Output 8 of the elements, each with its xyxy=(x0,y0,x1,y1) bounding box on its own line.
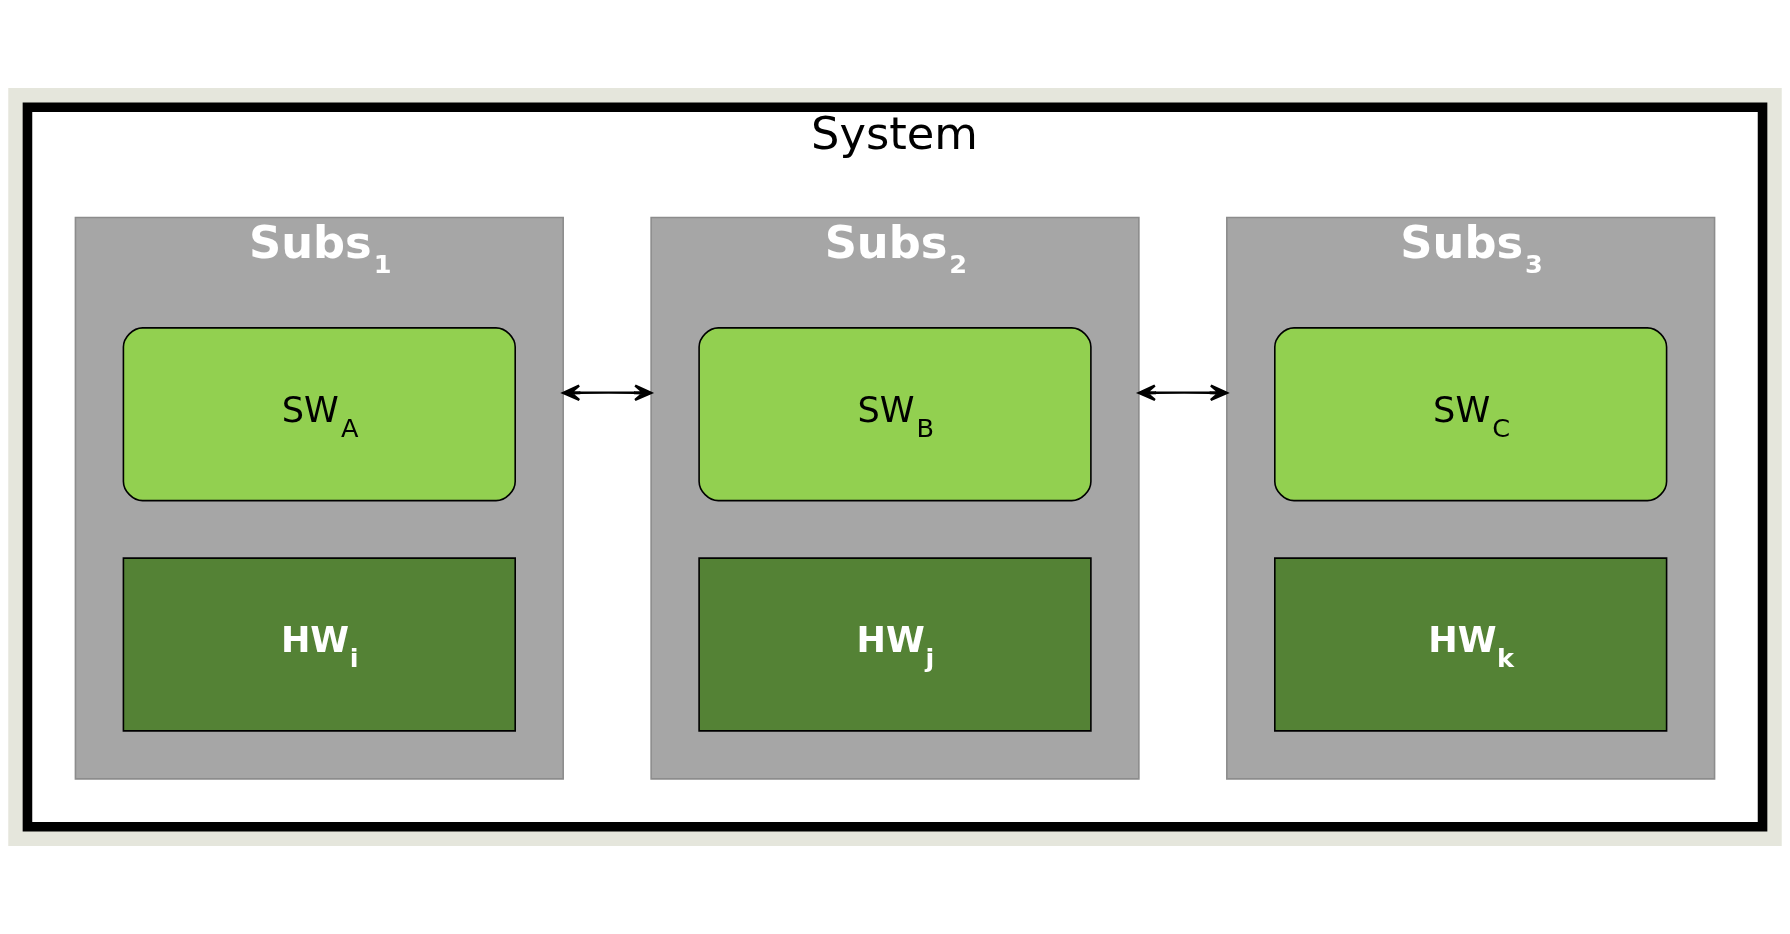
node-box: HW$_{i}$ xyxy=(122,557,516,732)
node-box: HW$_{k}$ xyxy=(1274,557,1668,732)
node-box: SW$_{A}$ xyxy=(122,327,516,502)
node-box: SW$_{C}$ xyxy=(1274,327,1668,502)
arrow xyxy=(1137,384,1228,402)
arrow xyxy=(561,384,653,402)
node-box: SW$_{B}$ xyxy=(698,327,1092,502)
node-box: HW$_{j}$ xyxy=(698,557,1092,732)
